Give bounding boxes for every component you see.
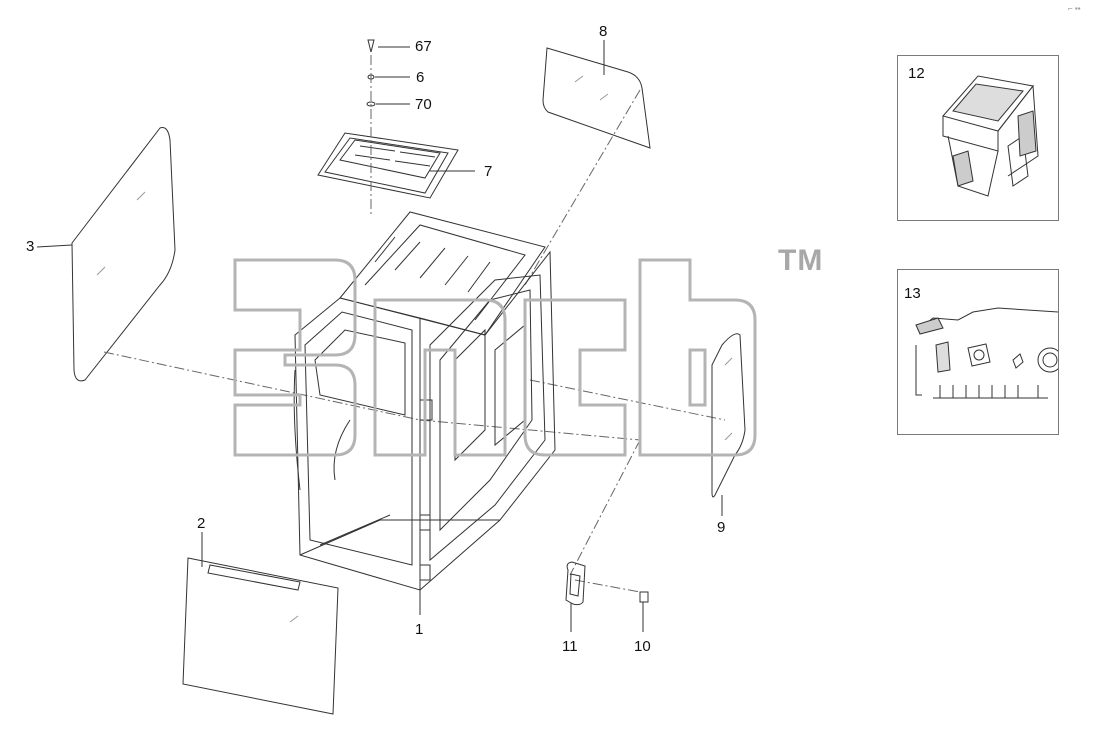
glass-panel-2 [182,557,339,715]
screw-67 [367,39,375,53]
callout-8: 8 [599,23,608,40]
callout-3: 3 [26,238,35,255]
glass-panel-3 [71,127,176,382]
callout-9: 9 [717,519,726,536]
callout-11: 11 [562,638,578,655]
inset-label-13: 13 [904,285,921,302]
callout-6: 6 [416,69,425,86]
cab-assembly-thumbnail [942,75,1039,197]
accessory-kit-thumbnail [915,307,1058,399]
corner-mark-icon: ⌐ ▪▪ [1068,4,1081,13]
callout-67: 67 [415,38,432,55]
nut-10 [639,591,649,603]
trademark-symbol: TM [778,244,824,277]
inset-label-12: 12 [908,65,925,82]
callout-2: 2 [197,515,206,532]
callout-10: 10 [634,638,651,655]
callout-1: 1 [415,621,424,638]
callout-7: 7 [484,163,493,180]
inset-panel-12: 12 [897,55,1059,221]
glass-panel-9 [711,333,746,498]
roof-hatch-7 [317,132,459,199]
vent-11 [565,561,586,606]
glass-panel-8 [542,47,651,149]
callout-70: 70 [415,96,432,113]
inset-panel-13: 13 [897,269,1059,435]
